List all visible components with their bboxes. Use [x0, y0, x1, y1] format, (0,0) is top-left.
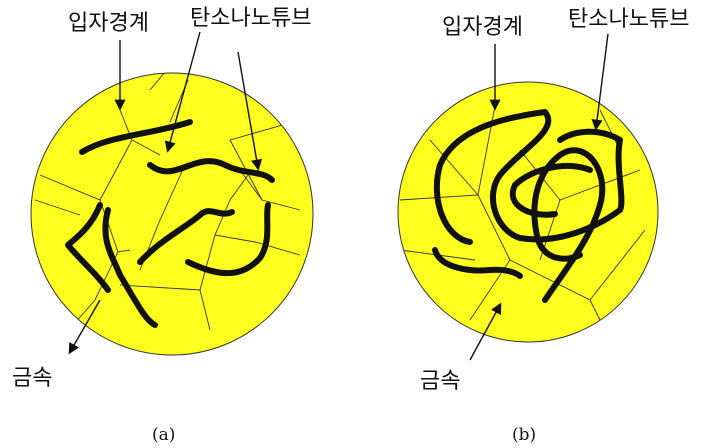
- nanotube: [531, 147, 606, 303]
- nanotube-label: 탄소나노튜브: [190, 6, 311, 31]
- nanotube: [137, 208, 235, 265]
- metal-matrix-disk: [30, 72, 314, 356]
- cnt-arrow: [237, 51, 263, 171]
- grain-boundary-label: 입자경계: [442, 15, 523, 40]
- nanotube: [147, 158, 275, 183]
- label-arrows: [68, 31, 263, 355]
- metal-label: 금속: [420, 369, 460, 394]
- panel-b: 입자경계 탄소나노튜브 금속 (b): [397, 7, 689, 445]
- label-arrows: [469, 33, 609, 361]
- nanotube: [102, 207, 158, 328]
- nanotube-label: 탄소나노튜브: [568, 7, 689, 32]
- cnt-arrow: [164, 31, 201, 153]
- carbon-nanotubes: [65, 119, 275, 328]
- metal-arrow: [68, 299, 101, 355]
- panel-caption: (a): [152, 425, 175, 445]
- grain-boundaries: [34, 73, 301, 341]
- nanotube: [432, 247, 523, 279]
- nanotube: [185, 202, 271, 277]
- carbon-nanotubes: [432, 109, 625, 303]
- panel-caption: (b): [512, 425, 536, 445]
- cnt-arrow: [591, 33, 609, 131]
- metal-arrow: [469, 302, 502, 361]
- panel-a: 입자경계 탄소나노튜브 금속 (a): [12, 6, 314, 445]
- metal-label: 금속: [12, 366, 52, 391]
- nanotube: [65, 202, 111, 293]
- nanotube: [79, 119, 193, 155]
- nanotube: [509, 162, 593, 218]
- nanotube: [433, 109, 625, 245]
- grain-boundary-label: 입자경계: [68, 11, 149, 36]
